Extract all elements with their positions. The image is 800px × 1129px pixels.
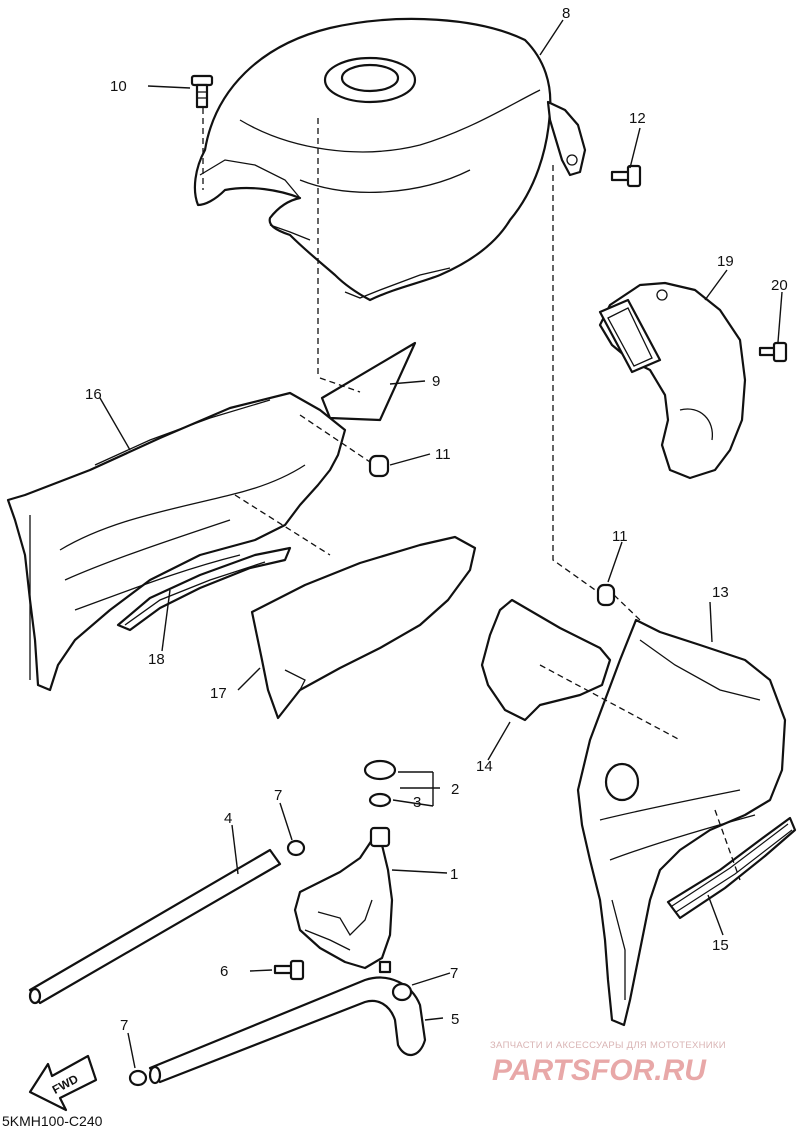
callout-4: 4 — [224, 810, 232, 827]
callout-10: 10 — [110, 78, 127, 95]
callout-16: 16 — [85, 386, 102, 403]
clamp-7c — [128, 1069, 148, 1087]
callout-numbers: 10 8 12 19 20 9 11 16 11 13 18 17 14 2 3… — [85, 5, 788, 1034]
fuel-tank — [193, 17, 587, 302]
callout-12: 12 — [629, 110, 646, 127]
callout-17: 17 — [210, 685, 227, 702]
callout-6: 6 — [220, 963, 228, 980]
callout-11a: 11 — [435, 446, 451, 463]
callout-11b: 11 — [612, 528, 628, 545]
callout-7b: 7 — [450, 965, 458, 982]
bolt-12 — [610, 164, 642, 188]
clamp-7a — [286, 839, 306, 857]
hose-4 — [28, 848, 282, 1005]
right-side-cover — [576, 618, 787, 1027]
decal-17 — [250, 535, 477, 720]
bolt-6 — [273, 959, 305, 981]
clamp-7b — [391, 982, 413, 1002]
watermark-subtitle: ЗАПЧАСТИ И АКСЕССУАРЫ ДЛЯ МОТОТЕХНИКИ — [490, 1040, 726, 1051]
air-scoop — [598, 281, 747, 480]
bolt-10 — [190, 74, 214, 109]
grommet-11b — [596, 583, 616, 607]
fwd-arrow-icon: FWD — [28, 1054, 98, 1112]
hose-5 — [148, 976, 427, 1085]
leader-lines — [99, 19, 783, 1069]
callout-3: 3 — [413, 794, 421, 811]
diagram-code: 5KMH100-C240 — [2, 1113, 103, 1129]
bolt-20 — [758, 341, 788, 363]
callout-2: 2 — [451, 781, 459, 798]
grommet-11a — [368, 454, 390, 478]
callout-13: 13 — [712, 584, 729, 601]
cap-seal — [368, 792, 392, 808]
callout-1: 1 — [450, 866, 458, 883]
assembly-lines — [202, 108, 741, 881]
callout-9: 9 — [432, 373, 440, 390]
side-trim-18 — [116, 546, 292, 632]
pad-9 — [320, 341, 417, 422]
callout-18: 18 — [148, 651, 165, 668]
callout-15: 15 — [712, 937, 729, 954]
callout-7c: 7 — [120, 1017, 128, 1034]
callout-5: 5 — [451, 1011, 459, 1028]
callout-19: 19 — [717, 253, 734, 270]
watermark: ЗАПЧАСТИ И АКСЕССУАРЫ ДЛЯ МОТОТЕХНИКИ PA… — [490, 1040, 726, 1087]
watermark-brand: PARTSFOR.RU — [492, 1054, 707, 1087]
decal-14 — [480, 598, 612, 722]
reservoir-tank — [293, 826, 394, 974]
callout-8: 8 — [562, 5, 570, 22]
reservoir-cap — [363, 759, 397, 781]
callout-14: 14 — [476, 758, 493, 775]
left-side-cover — [6, 391, 347, 692]
callout-7a: 7 — [274, 787, 282, 804]
callout-20: 20 — [771, 277, 788, 294]
